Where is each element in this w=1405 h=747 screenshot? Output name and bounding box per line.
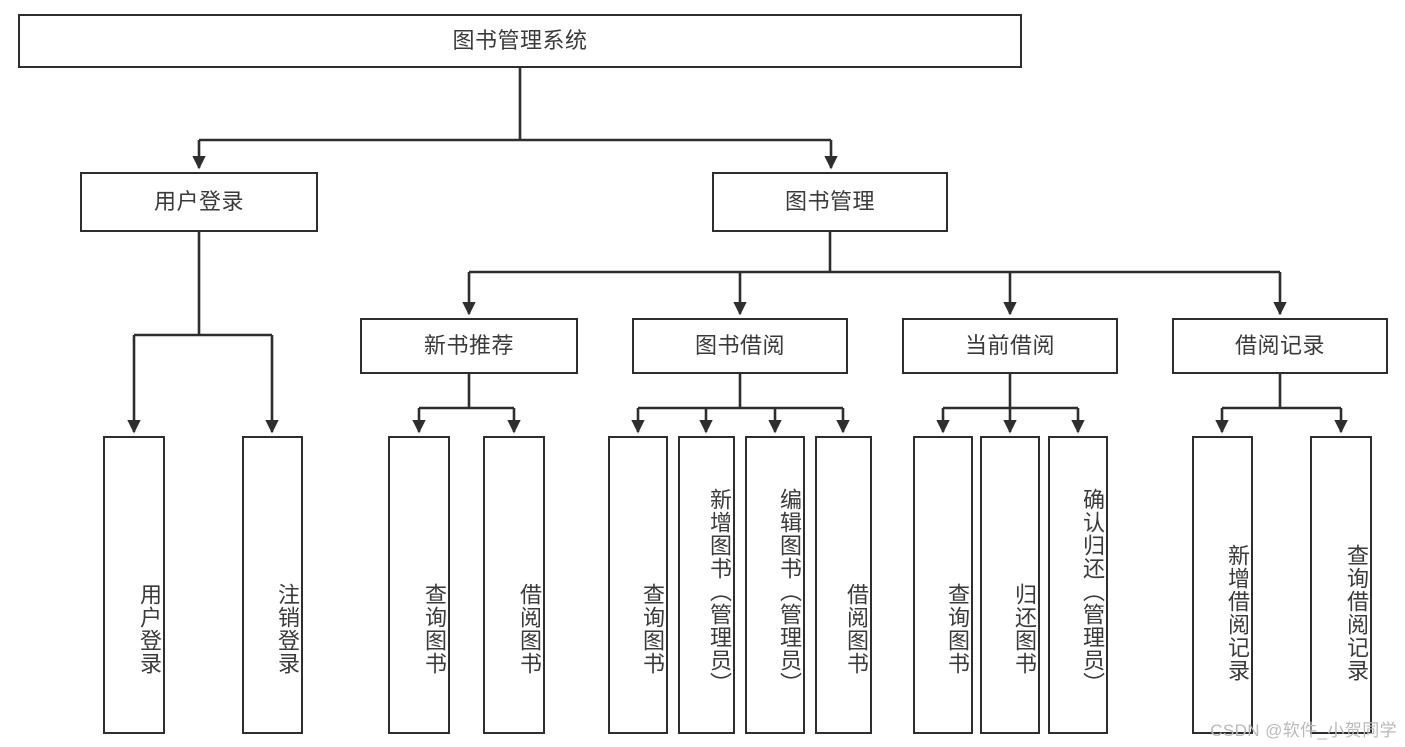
node-label: 查询图书	[640, 583, 665, 675]
node-label: 编辑图书（管理员）	[777, 487, 802, 695]
node-leaf-user-login[interactable]: 用户登录	[103, 436, 165, 734]
node-user-login[interactable]: 用户登录	[80, 172, 318, 232]
node-label: 新书推荐	[423, 332, 514, 358]
node-label: 查询图书	[422, 583, 447, 675]
node-leaf-query-book-1[interactable]: 查询图书	[388, 436, 450, 734]
node-current-borrow[interactable]: 当前借阅	[902, 318, 1118, 374]
node-leaf-return-book[interactable]: 归还图书	[980, 436, 1040, 734]
node-leaf-add-book[interactable]: 新增图书（管理员）	[678, 436, 735, 734]
node-book-manage[interactable]: 图书管理	[712, 172, 948, 232]
node-label: 归还图书	[1012, 583, 1037, 675]
node-leaf-confirm-return[interactable]: 确认归还（管理员）	[1048, 436, 1108, 734]
node-label: 当前借阅	[964, 332, 1055, 358]
node-leaf-query-book-3[interactable]: 查询图书	[913, 436, 973, 734]
node-root-root[interactable]: 图书管理系统	[18, 14, 1022, 68]
node-leaf-query-record[interactable]: 查询借阅记录	[1310, 436, 1372, 734]
node-leaf-query-book-2[interactable]: 查询图书	[608, 436, 668, 734]
node-leaf-borrow-book-1[interactable]: 借阅图书	[483, 436, 545, 734]
node-new-book-rec[interactable]: 新书推荐	[360, 318, 578, 374]
node-leaf-add-record[interactable]: 新增借阅记录	[1192, 436, 1253, 734]
node-label: 用户登录	[137, 583, 162, 675]
node-leaf-user-logout[interactable]: 注销登录	[242, 436, 303, 734]
node-leaf-borrow-book-2[interactable]: 借阅图书	[815, 436, 872, 734]
node-label: 借阅图书	[844, 583, 869, 675]
node-label: 新增借阅记录	[1225, 544, 1250, 682]
node-book-borrow[interactable]: 图书借阅	[632, 318, 848, 374]
node-label: 注销登录	[275, 583, 300, 675]
node-label: 查询借阅记录	[1344, 544, 1369, 682]
node-label: 图书管理	[784, 188, 875, 214]
node-borrow-record[interactable]: 借阅记录	[1172, 318, 1388, 374]
node-label: 图书借阅	[694, 332, 785, 358]
node-label: 用户登录	[153, 188, 244, 214]
node-leaf-edit-book[interactable]: 编辑图书（管理员）	[745, 436, 805, 734]
node-label: 查询图书	[945, 583, 970, 675]
node-label: 确认归还（管理员）	[1080, 487, 1105, 695]
node-label: 借阅记录	[1234, 332, 1325, 358]
watermark-label: CSDN @软件_小贺同学	[1210, 721, 1397, 740]
node-label: 图书管理系统	[452, 27, 588, 53]
node-label: 新增图书（管理员）	[707, 487, 732, 695]
node-label: 借阅图书	[517, 583, 542, 675]
